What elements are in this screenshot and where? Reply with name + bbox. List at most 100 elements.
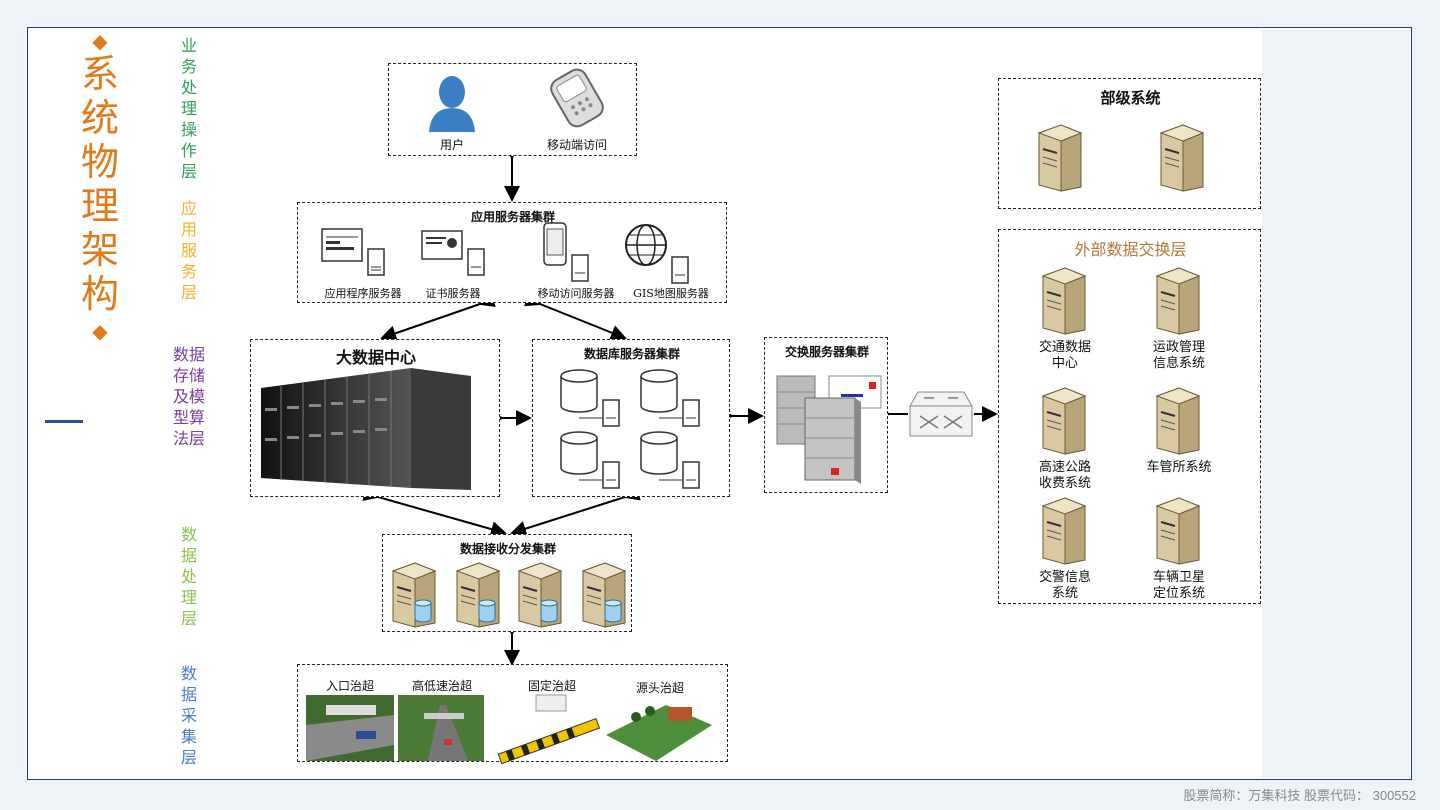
speed-check-image	[398, 695, 484, 761]
external-system-label: 定位系统	[1152, 586, 1205, 601]
layer-char: 层	[180, 283, 197, 302]
arrow-app-db	[524, 291, 627, 341]
title-char: 统	[80, 96, 119, 140]
data-collection-box: 入口治超 高低速治超 固定治超 源头治超	[297, 664, 728, 765]
collection-label-source: 源头治超	[635, 681, 684, 695]
layer-char: 处	[180, 567, 197, 586]
layer-char: 用	[180, 220, 197, 239]
right-margin	[1262, 30, 1410, 778]
database-server-cluster: 数据库服务器集群	[532, 339, 730, 497]
bigdata-center: 大数据中心	[250, 339, 500, 497]
title-char: 构	[80, 272, 119, 316]
ministry-system-box: 部级系统	[998, 78, 1261, 209]
layer-char: 务	[180, 262, 197, 281]
application-server-icon	[321, 228, 385, 276]
app-server-cluster: 应用服务器集群 应用程序服务器 证书服务器 移动访问服务器 GIS地图服务器	[297, 202, 727, 303]
mobile-server-label: 移动访问服务器	[537, 287, 615, 300]
arrow-db-receive	[510, 485, 641, 537]
exchange-server-cluster: 交换服务器集群	[764, 337, 888, 493]
layer-char: 操	[180, 120, 197, 139]
external-server-icon	[1041, 497, 1087, 565]
server-rack-image	[261, 368, 471, 490]
external-system-label: 交通数据	[1038, 340, 1091, 355]
layer-char: 处	[180, 78, 197, 97]
title-char: 物	[80, 140, 119, 184]
external-server-icon	[1041, 387, 1087, 455]
external-server-icon	[1155, 387, 1201, 455]
external-system-label: 运政管理	[1152, 340, 1205, 355]
layer-char: 法层	[172, 429, 205, 448]
collection-label-entrance: 入口治超	[325, 679, 374, 693]
receive-server-icon	[391, 562, 437, 628]
external-system-label: 交警信息	[1038, 570, 1091, 585]
layer-char: 层	[180, 609, 197, 628]
external-server-icon	[1155, 497, 1201, 565]
database-cylinders	[560, 369, 700, 489]
layer-label-business: 业务处理操作层	[176, 35, 202, 182]
title-char: 理	[80, 184, 119, 228]
layer-char: 存储	[172, 366, 205, 385]
gis-globe-icon	[625, 224, 689, 284]
layer-char: 集	[180, 727, 197, 746]
collection-label-fixed: 固定治超	[527, 679, 576, 693]
network-switch-icon	[909, 391, 973, 437]
user-icon	[429, 76, 475, 132]
mobile-server-icon	[543, 222, 589, 282]
external-system-label: 中心	[1051, 356, 1078, 371]
ministry-title: 部级系统	[1100, 89, 1161, 107]
layer-char: 数据	[172, 345, 205, 364]
mobile-phone-icon	[550, 68, 604, 128]
ministry-server-icon	[1037, 124, 1083, 192]
title-char: 架	[80, 228, 119, 272]
receive-cluster-title: 数据接收分发集群	[459, 542, 556, 556]
exchange-cluster-title: 交换服务器集群	[784, 345, 869, 359]
title-char: 系	[80, 52, 119, 96]
db-cluster-title: 数据库服务器集群	[583, 347, 680, 361]
entrance-station-image	[306, 695, 394, 761]
external-system-label: 车管所系统	[1146, 460, 1212, 475]
layer-label-app-service: 应用服务层	[176, 198, 202, 303]
receive-server-icon	[581, 562, 627, 628]
external-system-label: 收费系统	[1038, 476, 1091, 491]
receive-server-icon	[517, 562, 563, 628]
layer-char: 服	[180, 241, 197, 260]
mobile-label: 移动端访问	[546, 138, 607, 152]
ministry-server-icon	[1159, 124, 1205, 192]
diamond-icon: ◆	[92, 319, 108, 343]
cert-server-label: 证书服务器	[425, 287, 481, 300]
layer-char: 数	[180, 525, 197, 544]
layer-char: 理	[180, 588, 197, 607]
layer-char: 理	[180, 99, 197, 118]
user-access-box: 用户 移动端访问	[388, 63, 637, 156]
external-server-icon	[1155, 267, 1201, 335]
layer-char: 务	[180, 57, 197, 76]
layer-char: 据	[180, 685, 197, 704]
layer-label-collection: 数据采集层	[176, 663, 202, 768]
layer-char: 及模	[172, 387, 205, 406]
fixed-station-image	[497, 694, 601, 765]
layer-char: 型算	[172, 408, 205, 427]
layer-char: 应	[180, 199, 197, 218]
layer-char: 层	[180, 748, 197, 767]
receive-server-icon	[455, 562, 501, 628]
external-system-label: 车辆卫星	[1152, 570, 1205, 585]
external-system-label: 系统	[1051, 586, 1078, 601]
external-system-label: 高速公路	[1038, 460, 1091, 475]
arrow-app-bigdata	[380, 291, 496, 341]
layer-char: 作	[180, 141, 197, 160]
collection-label-speed: 高低速治超	[411, 679, 472, 693]
layer-label-processing: 数据处理层	[176, 524, 202, 629]
certificate-server-icon	[421, 230, 485, 276]
data-receive-cluster: 数据接收分发集群	[382, 534, 632, 632]
layer-char: 数	[180, 664, 197, 683]
gis-server-label: GIS地图服务器	[633, 287, 709, 300]
layer-label-storage: 数据存储及模型算法层	[166, 344, 212, 449]
layer-char: 采	[180, 706, 197, 725]
user-label: 用户	[439, 138, 464, 152]
layer-char: 层	[180, 162, 197, 181]
external-system-label: 信息系统	[1152, 356, 1205, 371]
app-server-label: 应用程序服务器	[324, 287, 402, 300]
exchange-server-icon	[776, 375, 882, 484]
source-station-image	[606, 705, 712, 761]
